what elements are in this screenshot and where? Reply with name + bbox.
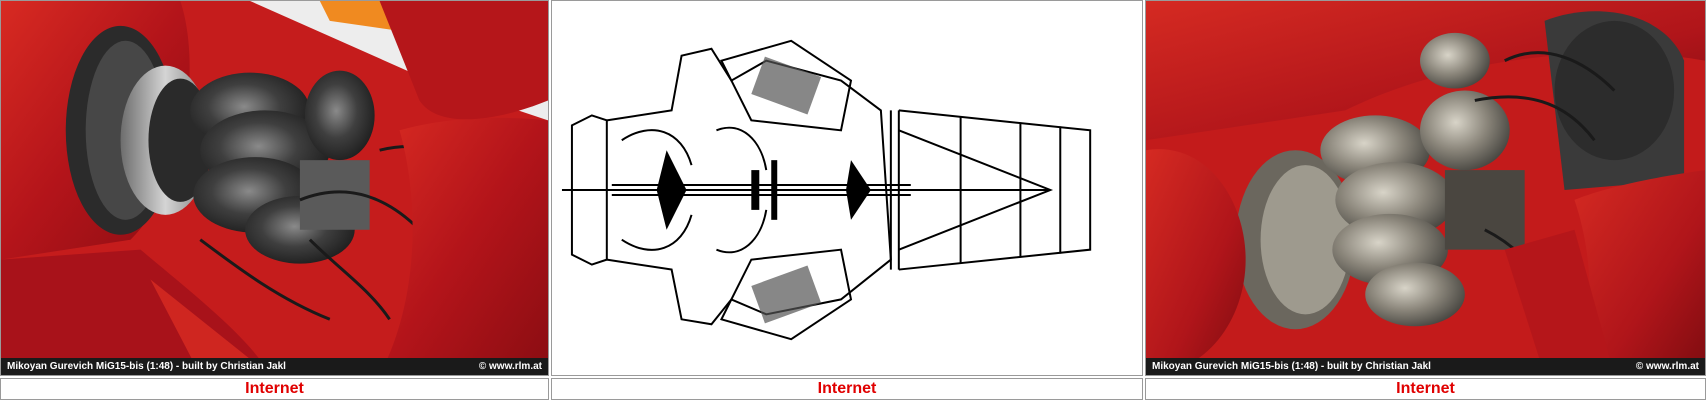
- photo-copyright-text: © www.rlm.at: [1635, 361, 1699, 372]
- engine-cross-section-drawing: [561, 39, 1092, 341]
- engine-photo-2: [1146, 1, 1705, 375]
- gallery-caption-box-1: Internet: [0, 378, 549, 400]
- gallery-caption-2[interactable]: Internet: [817, 380, 877, 397]
- gallery-caption-3[interactable]: Internet: [1396, 380, 1455, 397]
- gallery-image-3[interactable]: Mikoyan Gurevich MiG15-bis (1:48) - buil…: [1145, 0, 1706, 376]
- gallery-caption-1[interactable]: Internet: [245, 380, 304, 397]
- engine-photo-1: [1, 1, 548, 375]
- gallery-caption-box-3: Internet: [1145, 378, 1706, 400]
- gallery-image-2[interactable]: [551, 0, 1143, 376]
- photo-watermark-strip: Mikoyan Gurevich MiG15-bis (1:48) - buil…: [1, 358, 548, 375]
- photo-copyright-text: © www.rlm.at: [478, 361, 542, 372]
- gallery-image-1[interactable]: Mikoyan Gurevich MiG15-bis (1:48) - buil…: [0, 0, 549, 376]
- photo-watermark-strip: Mikoyan Gurevich MiG15-bis (1:48) - buil…: [1146, 358, 1705, 375]
- gallery-caption-box-2: Internet: [551, 378, 1143, 400]
- gallery-cell-3[interactable]: Mikoyan Gurevich MiG15-bis (1:48) - buil…: [1145, 0, 1706, 401]
- gallery-cell-1[interactable]: Mikoyan Gurevich MiG15-bis (1:48) - buil…: [0, 0, 549, 401]
- photo-credit-text: Mikoyan Gurevich MiG15-bis (1:48) - buil…: [1152, 361, 1431, 372]
- photo-credit-text: Mikoyan Gurevich MiG15-bis (1:48) - buil…: [7, 361, 286, 372]
- gallery-cell-2[interactable]: Internet: [551, 0, 1143, 401]
